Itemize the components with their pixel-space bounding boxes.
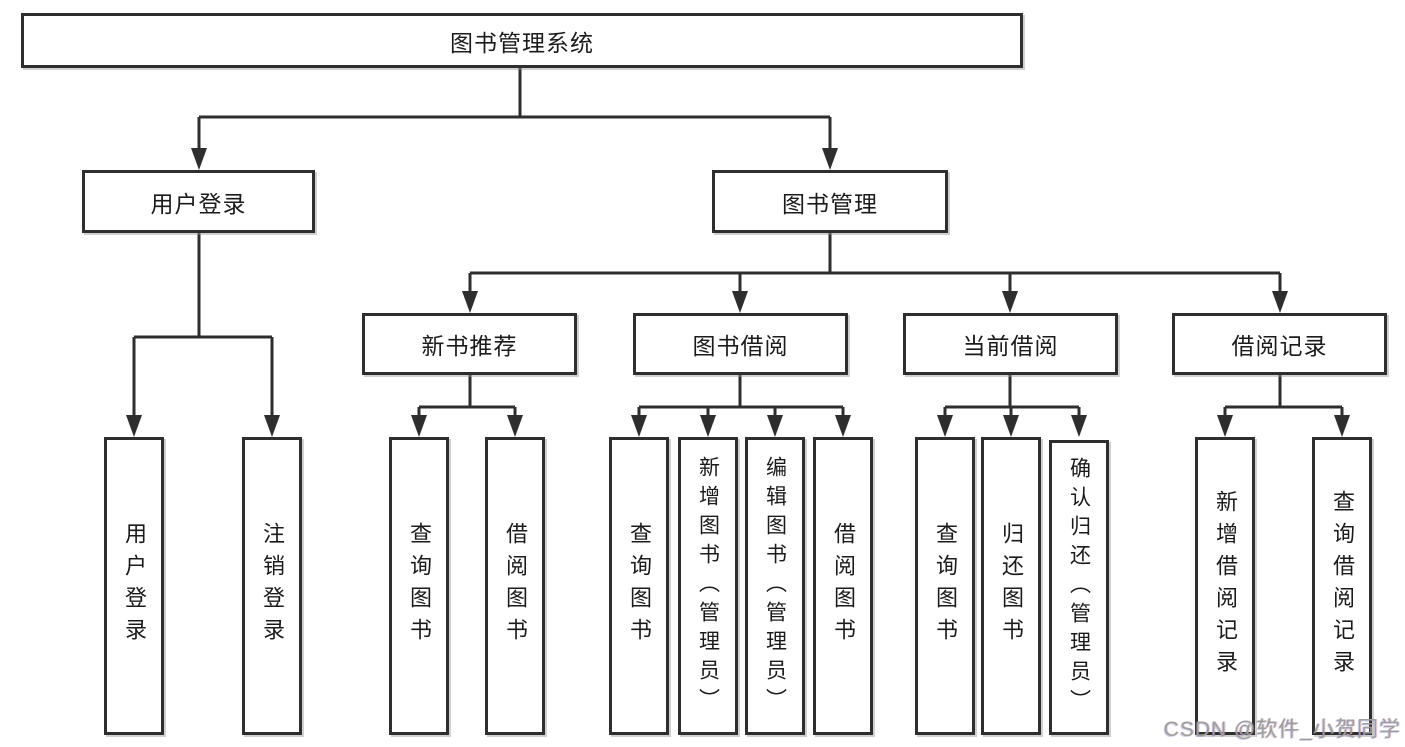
node-confirm-return-admin: 确认归还（管理员）	[1049, 440, 1109, 735]
node-new-book-recommend: 新书推荐	[362, 313, 577, 375]
node-borrowing-records: 借阅记录	[1172, 313, 1387, 375]
node-label: 查询图书	[627, 522, 652, 650]
node-borrow-books: 借阅图书	[813, 437, 873, 735]
node-label: 借阅图书	[831, 522, 856, 650]
node-label: 注销登录	[260, 522, 285, 650]
node-label: 查询借阅记录	[1330, 490, 1355, 682]
node-label: 编辑图书（管理员）	[763, 455, 787, 717]
node-user-login-leaf: 用户登录	[104, 437, 164, 735]
node-label: 用户登录	[150, 190, 247, 217]
node-user-login: 用户登录	[82, 170, 315, 233]
node-label: 图书借阅	[692, 333, 789, 359]
node-query-books-borrow: 查询图书	[609, 437, 669, 735]
node-borrow-books-recommend: 借阅图书	[485, 437, 545, 735]
node-label: 查询图书	[933, 522, 958, 650]
node-label: 借阅记录	[1231, 333, 1328, 359]
node-book-management: 图书管理	[712, 170, 948, 233]
node-label: 图书管理	[782, 190, 878, 217]
node-label: 用户登录	[122, 522, 147, 650]
node-label: 确认归还（管理员）	[1067, 457, 1091, 718]
node-label: 查询图书	[407, 522, 432, 650]
node-add-book-admin: 新增图书（管理员）	[678, 437, 738, 735]
node-add-borrow-record: 新增借阅记录	[1195, 437, 1255, 735]
node-label: 新书推荐	[421, 333, 518, 359]
node-label: 图书管理系统	[450, 29, 594, 56]
node-query-books-current: 查询图书	[915, 437, 975, 735]
node-label: 归还图书	[999, 522, 1024, 650]
node-label: 当前借阅	[962, 333, 1059, 359]
node-library-management-system: 图书管理系统	[21, 13, 1023, 68]
node-edit-book-admin: 编辑图书（管理员）	[745, 437, 805, 735]
node-label: 借阅图书	[503, 522, 528, 650]
node-return-book: 归还图书	[981, 437, 1041, 735]
node-query-borrow-record: 查询借阅记录	[1312, 437, 1372, 735]
node-label: 新增图书（管理员）	[696, 455, 720, 717]
node-label: 新增借阅记录	[1213, 490, 1238, 682]
node-current-borrowing: 当前借阅	[903, 313, 1118, 375]
node-book-borrowing: 图书借阅	[633, 313, 848, 375]
node-query-books-recommend: 查询图书	[389, 437, 449, 735]
node-logout: 注销登录	[242, 437, 302, 735]
csdn-watermark: CSDN @软件_小贺同学	[1163, 718, 1401, 741]
